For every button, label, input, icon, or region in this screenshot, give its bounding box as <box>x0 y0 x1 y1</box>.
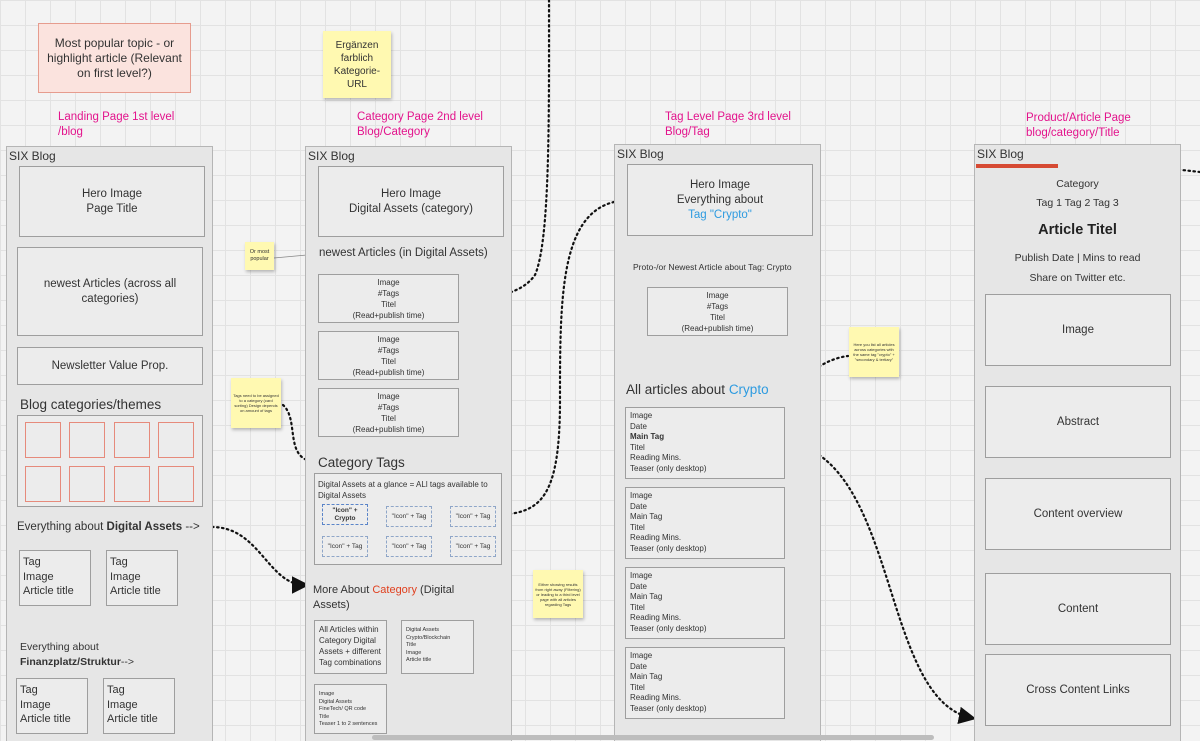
frame-title: SIX Blog <box>977 147 1024 161</box>
proto-article-label: Proto-/or Newest Article about Tag: Cryp… <box>633 262 792 272</box>
tags-glance-text: Digital Assets at a glance = ALl tags av… <box>318 480 488 500</box>
category-tile <box>25 466 61 502</box>
tag-chip[interactable]: "Icon" + Tag <box>450 536 496 557</box>
tag-chip[interactable]: "Icon" + Tag <box>450 506 496 527</box>
share-line: Share on Twitter etc. <box>1029 272 1126 284</box>
category-tags-label: Category Tags <box>318 455 405 470</box>
tag-chip[interactable]: "Icon" + Tag <box>386 536 432 557</box>
tag-chip[interactable]: "Icon" + Tag <box>386 506 432 527</box>
connector-tags-note <box>281 403 318 464</box>
connector-everything-to-more <box>210 525 310 594</box>
article-category: Category <box>1056 178 1099 190</box>
category-tile <box>25 422 61 458</box>
newest-articles-box: newest Articles (across all categories) <box>17 247 203 336</box>
publish-date: Publish Date | Mins to read <box>1014 252 1141 264</box>
blog-categories-label: Blog categories/themes <box>20 397 162 412</box>
cross-content-links-block: Cross Content Links <box>985 654 1171 726</box>
newest-articles-label: newest Articles (in Digital Assets) <box>319 247 488 259</box>
sticky-note-tags-assigned: Tags need to be assigned to a category (… <box>231 378 281 428</box>
more-about-category: More About Category (Digital Assets) <box>313 584 455 611</box>
category-tile <box>69 466 105 502</box>
content-overview-block: Content overview <box>985 478 1171 550</box>
all-articles-box: All Articles within Category Digital Ass… <box>314 620 387 674</box>
sticky-note-either-showing: Either showing results from right away (… <box>533 570 583 618</box>
connector-article-to-cross <box>785 440 977 725</box>
sticky-note-here-you-list: Here you list all articles across catego… <box>849 327 899 377</box>
abstract-block: Abstract <box>985 386 1171 458</box>
all-articles-crypto-label: All articles about Crypto <box>626 382 769 397</box>
tag-chip[interactable]: "Icon" + Tag <box>322 536 368 557</box>
article-title: Article Titel <box>1038 222 1117 238</box>
category-underline <box>976 164 1058 168</box>
image-block: Image <box>985 294 1171 366</box>
heading-landing-page: Landing Page 1st level/blog <box>58 111 175 138</box>
horizontal-scrollbar[interactable] <box>372 735 934 740</box>
category-tile <box>69 422 105 458</box>
category-tile <box>114 466 150 502</box>
sticky-note-or-most-popular: Or most popular <box>245 242 274 270</box>
category-grid <box>17 415 203 507</box>
frame-title: SIX Blog <box>308 149 355 163</box>
frame-title: SIX Blog <box>9 149 56 163</box>
note-most-popular: Most popular topic - or highlight articl… <box>38 23 191 93</box>
article-tags: Tag 1 Tag 2 Tag 3 <box>1036 197 1119 209</box>
everything-about-digital-assets: Everything about Digital Assets --> <box>17 521 200 533</box>
category-tile <box>158 422 194 458</box>
frame-title: SIX Blog <box>617 147 664 161</box>
category-tile <box>158 466 194 502</box>
content-block: Content <box>985 573 1171 645</box>
connector-crypto-to-tag <box>495 200 616 517</box>
newsletter-box: Newsletter Value Prop. <box>17 347 203 385</box>
category-tile <box>114 422 150 458</box>
tag-chip-crypto[interactable]: "Icon" +Crypto <box>322 504 368 525</box>
sticky-note-ergaenzen: Ergänzen farblich Kategorie-URL <box>323 31 391 98</box>
